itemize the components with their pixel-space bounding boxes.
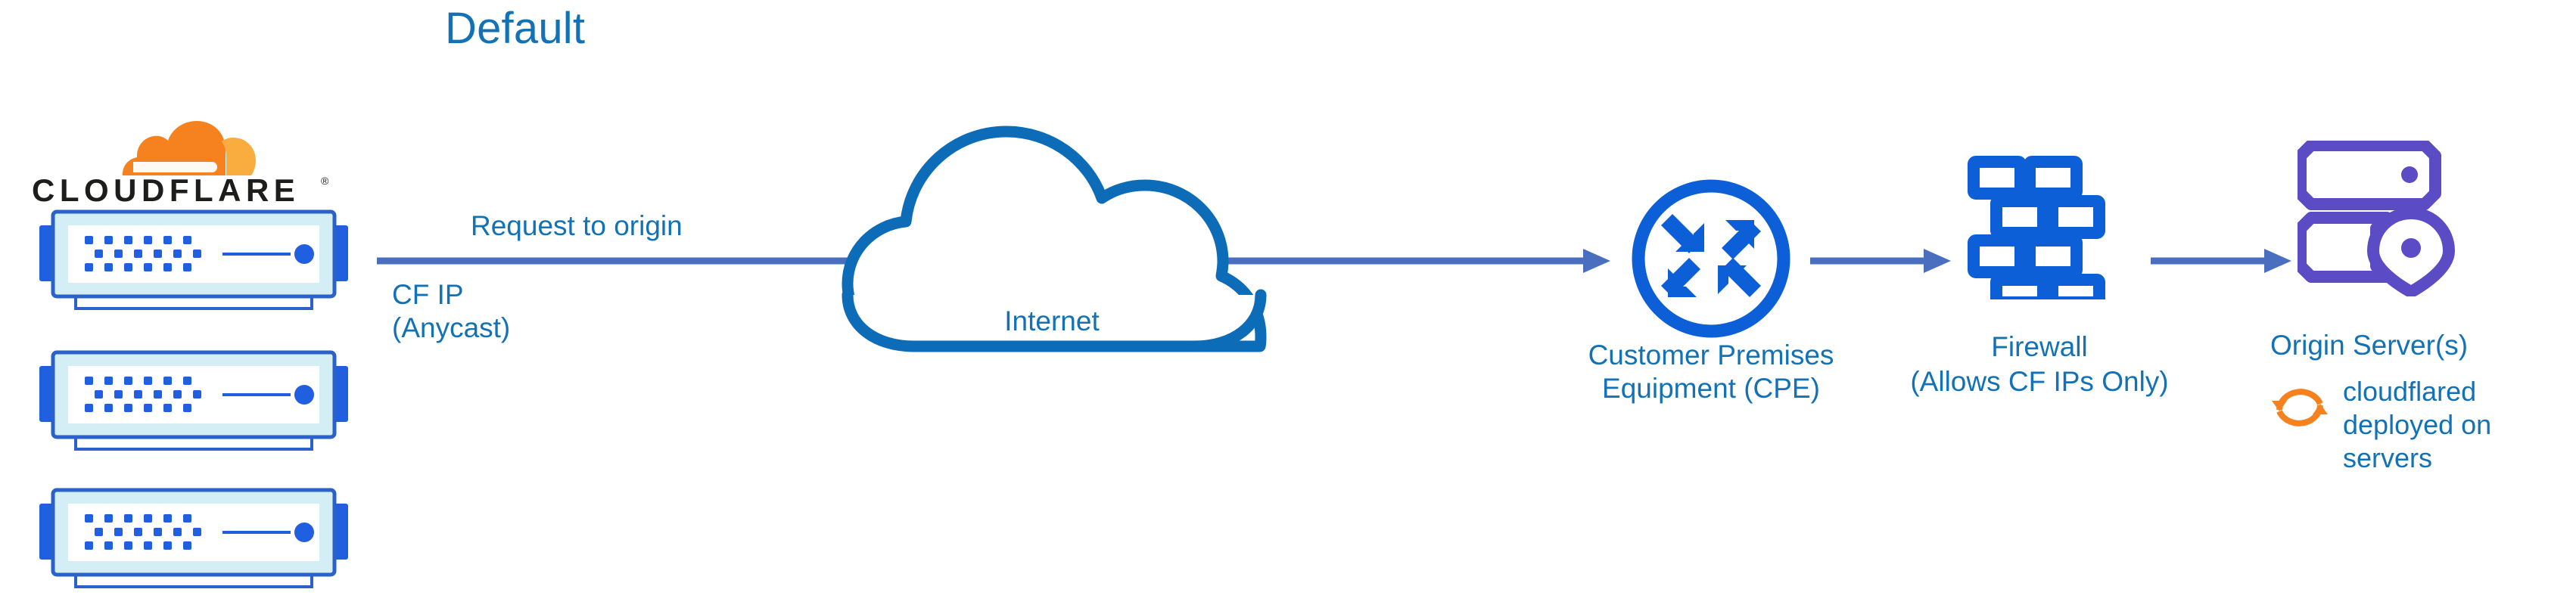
brick-wall-icon [1965, 151, 2113, 299]
origin-server-led [2401, 166, 2418, 183]
router-arrow-inward-br [1718, 258, 1761, 297]
cloudflare-server-1 [33, 206, 354, 312]
request-to-origin-label: Request to origin [471, 210, 683, 241]
server-location-icon [2298, 141, 2469, 296]
server-port-grid [85, 236, 201, 271]
router-arrow-outward-bl [1661, 258, 1700, 297]
origin-server-label: Origin Server(s) [2270, 330, 2469, 361]
origin-server-top-bay [2298, 141, 2441, 210]
sync-arrows-icon [2270, 378, 2329, 437]
server-status-led [294, 523, 314, 542]
cloudflare-server-2 [33, 346, 354, 452]
registered-trademark-symbol: ® [321, 175, 329, 187]
router-icon [1629, 176, 1794, 341]
cloudflared-line-3: servers [2343, 442, 2433, 473]
internet-label: Internet [1004, 305, 1100, 336]
router-arrow-inward-tl [1661, 214, 1704, 253]
firewall-label-line-2: (Allows CF IPs Only) [1910, 366, 2169, 397]
cf-ip-line-2: (Anycast) [392, 312, 511, 343]
server-status-led [294, 385, 314, 405]
cloudflared-text: cloudflared deployed on servers [2343, 375, 2491, 475]
location-pin-icon [2367, 207, 2455, 296]
server-port-grid [85, 514, 201, 550]
cloud-icon [832, 106, 1271, 355]
cpe-label-line-1: Customer Premises [1588, 340, 1834, 371]
cpe-label: Customer Premises Equipment (CPE) [1502, 339, 1920, 405]
page-title: Default [445, 4, 586, 53]
cf-ip-label: CF IP (Anycast) [392, 278, 510, 345]
cloudflared-line-1: cloudflared [2343, 376, 2477, 407]
cloudflared-line-2: deployed on [2343, 409, 2492, 440]
arrow-cpe-to-firewall [1810, 243, 1952, 278]
server-status-led [294, 244, 314, 264]
arrow-firewall-to-origin [2151, 243, 2293, 278]
cloudflared-note: cloudflared deployed on servers [2270, 375, 2573, 475]
firewall-label: Firewall (Allows CF IPs Only) [1877, 330, 2202, 399]
cloudflare-cloud-mark [123, 121, 256, 175]
cloudflare-server-3 [33, 484, 354, 590]
router-arrow-outward-tr [1722, 220, 1761, 259]
cloudflare-wordmark: CLOUDFLARE [32, 172, 300, 204]
cloudflare-logo: CLOUDFLARE ® [27, 106, 330, 204]
cpe-label-line-2: Equipment (CPE) [1602, 373, 1820, 404]
firewall-label-line-1: Firewall [1991, 331, 2088, 362]
cf-ip-line-1: CF IP [392, 279, 464, 310]
server-port-grid [85, 377, 201, 412]
